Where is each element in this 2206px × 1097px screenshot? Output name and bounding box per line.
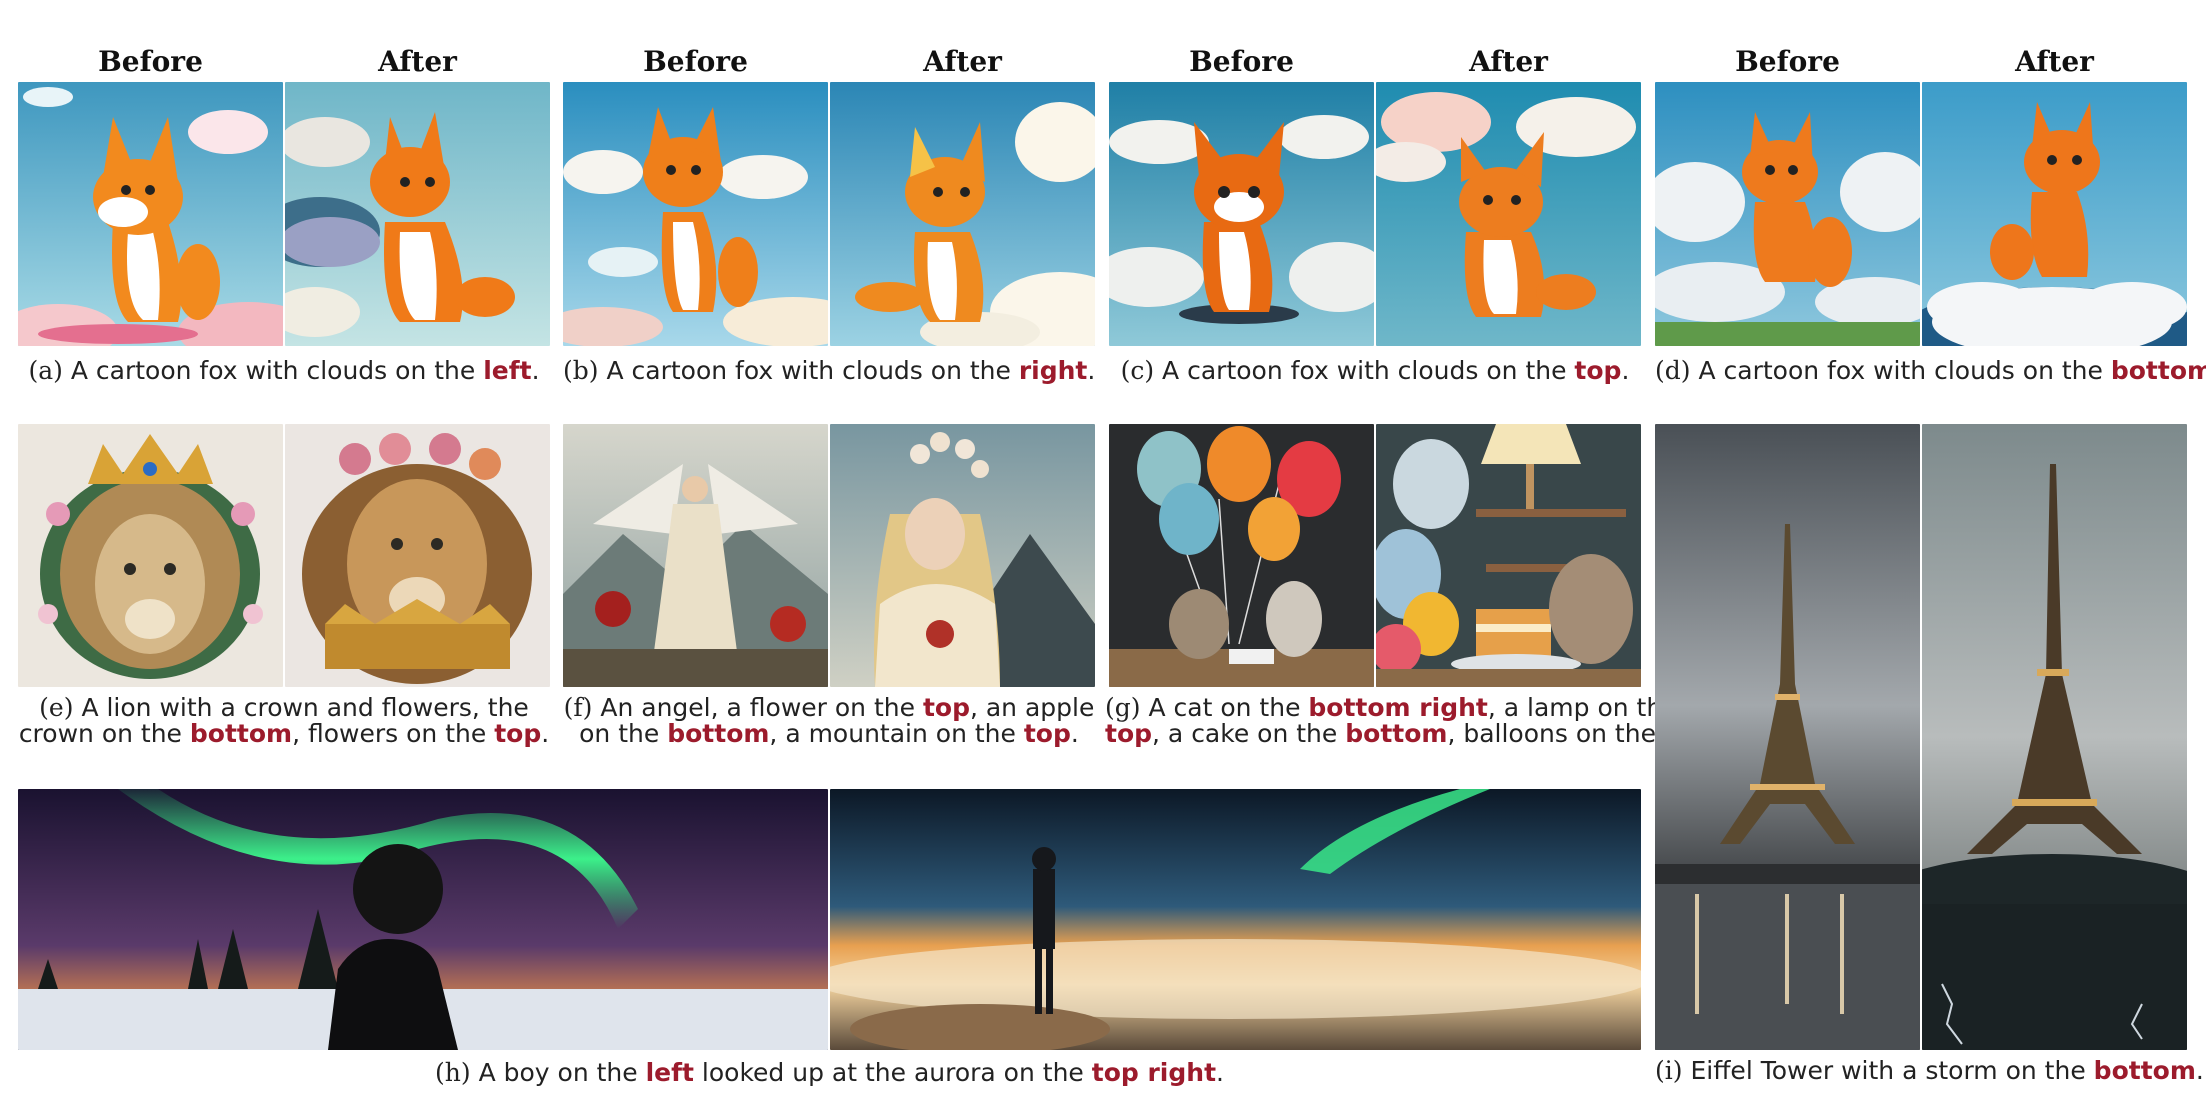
caption-d-text: A cartoon fox with clouds on the	[1698, 356, 2103, 385]
caption-f-line2-b: , a mountain on the	[769, 719, 1016, 748]
eiffel-after-image	[1922, 424, 2187, 1050]
caption-g-highlight-1: bottom right	[1308, 693, 1488, 722]
angel-after-image	[830, 424, 1095, 687]
caption-h-label: (h)	[435, 1058, 471, 1087]
caption-h: (h) A boy on the left looked up at the a…	[18, 1060, 1641, 1086]
header-after-d: After	[2015, 45, 2094, 78]
caption-f-highlight-2: bottom	[667, 719, 770, 748]
eiffel-before-image	[1655, 424, 1920, 1050]
caption-a-label: (a)	[28, 356, 63, 385]
caption-g-line1-a: A cat on the	[1148, 693, 1301, 722]
header-after-a: After	[378, 45, 457, 78]
caption-f-line2-a: on the	[579, 719, 660, 748]
lion-after-image	[285, 424, 550, 687]
caption-a: (a) A cartoon fox with clouds on the lef…	[18, 358, 550, 384]
caption-e-end: .	[541, 719, 550, 748]
caption-e-highlight-2: top	[494, 719, 542, 748]
aurora-before-image	[18, 789, 828, 1050]
fox-right-clouds-before-image	[563, 82, 828, 346]
caption-d-highlight: bottom	[2110, 356, 2206, 385]
caption-a-highlight: left	[483, 356, 532, 385]
caption-i-label: (i)	[1655, 1056, 1683, 1085]
cat-before-image	[1109, 424, 1374, 687]
caption-f: (f) An angel, a flower on the top, an ap…	[563, 695, 1095, 747]
header-before-b: Before	[643, 45, 748, 78]
caption-h-highlight-2: top right	[1091, 1058, 1217, 1087]
header-before-c: Before	[1189, 45, 1294, 78]
caption-c-text: A cartoon fox with clouds on the	[1162, 356, 1567, 385]
caption-e-highlight-1: bottom	[189, 719, 293, 748]
caption-f-label: (f)	[563, 693, 593, 722]
lion-before-image	[18, 424, 283, 687]
caption-b: (b) A cartoon fox with clouds on the rig…	[563, 358, 1095, 384]
caption-f-line1-a: An angel, a flower on the	[600, 693, 915, 722]
caption-c: (c) A cartoon fox with clouds on the top…	[1109, 358, 1641, 384]
header-before-d: Before	[1735, 45, 1840, 78]
caption-a-end: .	[531, 356, 540, 385]
caption-i-highlight: bottom	[2093, 1056, 2196, 1085]
caption-d-label: (d)	[1655, 356, 1691, 385]
caption-e-line1: A lion with a crown and flowers, the	[81, 693, 529, 722]
caption-h-highlight-1: left	[645, 1058, 694, 1087]
caption-g-line2-a: , a cake on the	[1152, 719, 1338, 748]
caption-i-text: Eiffel Tower with a storm on the	[1690, 1056, 2086, 1085]
caption-f-highlight-1: top	[922, 693, 970, 722]
fox-left-clouds-after-image	[285, 82, 550, 346]
caption-d: (d) A cartoon fox with clouds on the bot…	[1655, 356, 2206, 385]
caption-f-highlight-3: top	[1023, 719, 1071, 748]
fox-top-clouds-after-image	[1376, 82, 1641, 346]
fox-top-clouds-before-image	[1109, 82, 1374, 346]
caption-h-text-a: A boy on the	[478, 1058, 638, 1087]
caption-a-text: A cartoon fox with clouds on the	[70, 356, 476, 385]
caption-b-end: .	[1087, 356, 1096, 385]
aurora-after-image	[830, 789, 1641, 1050]
header-after-b: After	[923, 45, 1002, 78]
caption-g-label: (g)	[1105, 693, 1141, 722]
fox-right-clouds-after-image	[830, 82, 1095, 346]
header-after-c: After	[1469, 45, 1548, 78]
caption-i: (i) Eiffel Tower with a storm on the bot…	[1655, 1056, 2204, 1085]
caption-f-line1-b: , an apple	[969, 693, 1095, 722]
caption-b-highlight: right	[1018, 356, 1088, 385]
caption-f-end: .	[1070, 719, 1079, 748]
caption-e-label: (e)	[39, 693, 74, 722]
caption-b-label: (b)	[563, 356, 599, 385]
caption-c-label: (c)	[1120, 356, 1155, 385]
caption-h-end: .	[1216, 1058, 1224, 1087]
caption-e-line2-a: crown on the	[18, 719, 182, 748]
caption-c-highlight: top	[1574, 356, 1622, 385]
caption-b-text: A cartoon fox with clouds on the	[606, 356, 1011, 385]
fox-left-clouds-before-image	[18, 82, 283, 346]
caption-g-highlight-2: top	[1105, 719, 1153, 748]
caption-i-end: .	[2195, 1056, 2204, 1085]
caption-g-line1-b: , a lamp on the	[1487, 693, 1678, 722]
caption-h-text-b: looked up at the aurora on the	[701, 1058, 1084, 1087]
header-before-a: Before	[98, 45, 203, 78]
caption-g: (g) A cat on the bottom right, a lamp on…	[1105, 693, 1720, 748]
caption-e: (e) A lion with a crown and flowers, the…	[18, 695, 550, 747]
fox-bottom-clouds-before-image	[1655, 82, 1920, 346]
fox-bottom-clouds-after-image	[1922, 82, 2187, 346]
caption-e-line2-b: , flowers on the	[292, 719, 487, 748]
caption-g-line2-b: , balloons on the	[1447, 719, 1656, 748]
cat-after-image	[1376, 424, 1641, 687]
caption-g-highlight-3: bottom	[1345, 719, 1448, 748]
caption-c-end: .	[1621, 356, 1630, 385]
angel-before-image	[563, 424, 828, 687]
